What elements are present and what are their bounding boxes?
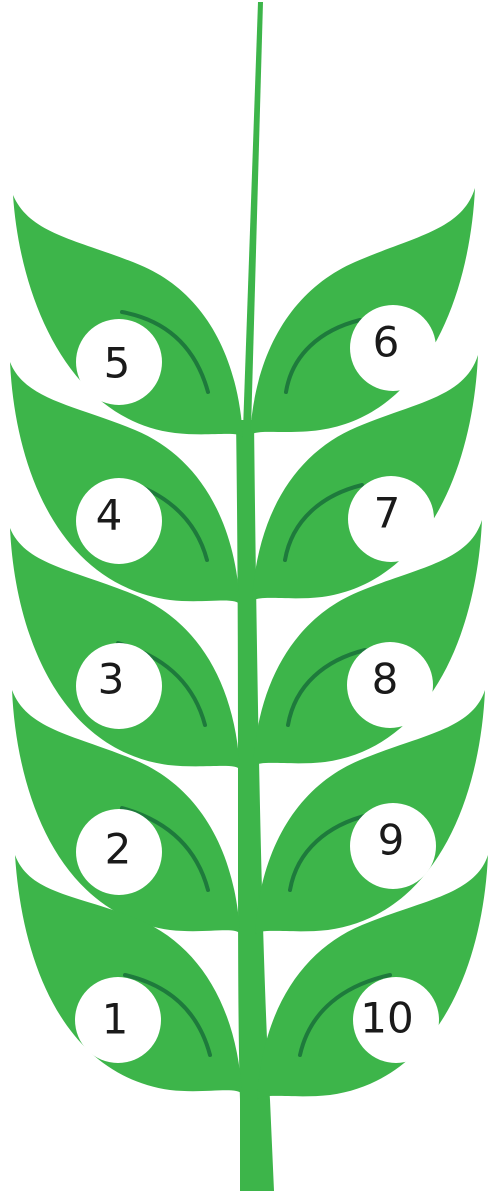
leaf-marker-6: 6	[350, 305, 436, 391]
leaf-number-2: 2	[105, 825, 132, 874]
leaf-number-5: 5	[104, 339, 131, 388]
leaf-marker-4: 4	[76, 478, 162, 564]
leaf-marker-7: 7	[348, 476, 434, 562]
leaf-number-10: 10	[360, 994, 413, 1043]
leaf-marker-5: 5	[76, 319, 162, 405]
leaf-marker-9: 9	[350, 803, 436, 889]
leaf-number-9: 9	[378, 816, 405, 865]
leaf-marker-3: 3	[76, 643, 162, 729]
leaf-marker-2: 2	[76, 809, 162, 895]
leaf-marker-1: 1	[75, 977, 161, 1063]
leaf-marker-8: 8	[347, 642, 433, 728]
leaf-number-6: 6	[373, 318, 400, 367]
leaf-number-3: 3	[98, 655, 125, 704]
leaf-number-4: 4	[96, 491, 123, 540]
leaf-number-7: 7	[374, 489, 401, 538]
leaf-marker-10: 10	[353, 977, 439, 1063]
leaf-number-1: 1	[102, 995, 129, 1044]
leaf-number-8: 8	[372, 655, 399, 704]
